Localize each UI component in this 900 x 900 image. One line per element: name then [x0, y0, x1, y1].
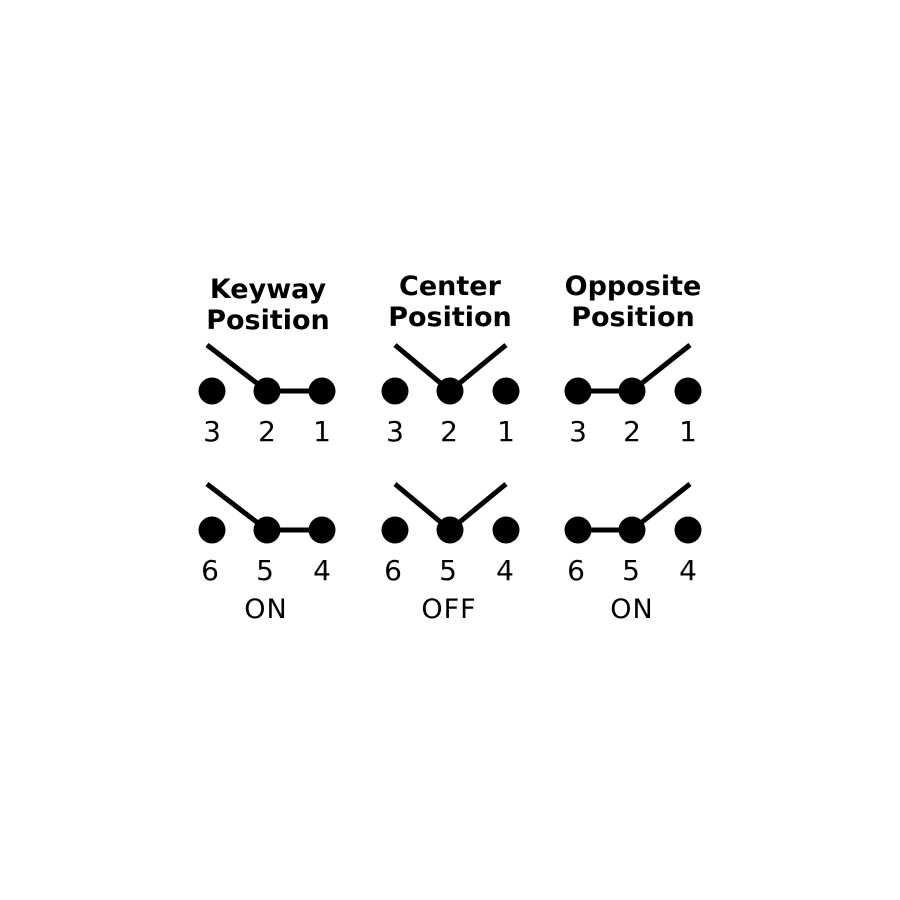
keyway-title-line1: Keyway: [209, 274, 327, 305]
terminal-label: 2: [440, 415, 458, 448]
terminal-label: 6: [384, 554, 402, 587]
terminal-dot: [436, 516, 464, 544]
center-title-line1: Center: [399, 271, 501, 302]
center-title-line2: Position: [388, 302, 512, 333]
terminal-label: 3: [386, 415, 404, 448]
terminal-label: 4: [496, 554, 514, 587]
terminal-label: 6: [567, 554, 585, 587]
terminal-label: 4: [679, 554, 697, 587]
terminal-label: 2: [258, 415, 276, 448]
terminal-label: 3: [569, 415, 587, 448]
terminal-dot: [618, 516, 646, 544]
center-state-label: OFF: [421, 594, 477, 625]
terminal-dot: [436, 377, 464, 405]
terminal-label: 3: [203, 415, 221, 448]
terminal-dot: [564, 516, 592, 544]
keyway-title-line2: Position: [206, 305, 330, 336]
terminal-dot: [564, 377, 592, 405]
terminal-label: 4: [313, 554, 331, 587]
opposite-state-label: ON: [610, 594, 654, 625]
terminal-label: 5: [439, 554, 457, 587]
terminal-dot: [618, 377, 646, 405]
keyway-title: Keyway Position: [168, 274, 368, 336]
terminal-dot: [674, 377, 702, 405]
terminal-label: 6: [201, 554, 219, 587]
terminal-label: 2: [623, 415, 641, 448]
terminal-label: 5: [622, 554, 640, 587]
terminal-label: 1: [497, 415, 515, 448]
terminal-dot: [492, 516, 520, 544]
terminal-dot: [381, 377, 409, 405]
terminal-dot: [381, 516, 409, 544]
terminal-dot: [198, 377, 226, 405]
terminal-dot: [253, 377, 281, 405]
opposite-title-line1: Opposite: [564, 271, 702, 302]
terminal-label: 1: [679, 415, 697, 448]
terminal-dot: [308, 377, 336, 405]
terminal-dot: [674, 516, 702, 544]
terminal-dot: [253, 516, 281, 544]
terminal-label: 1: [313, 415, 331, 448]
opposite-title: Opposite Position: [533, 271, 733, 333]
opposite-title-line2: Position: [571, 302, 695, 333]
center-title: Center Position: [350, 271, 550, 333]
terminal-dot: [198, 516, 226, 544]
keyway-state-label: ON: [244, 594, 288, 625]
terminal-label: 5: [256, 554, 274, 587]
terminal-dot: [308, 516, 336, 544]
terminal-dot: [492, 377, 520, 405]
